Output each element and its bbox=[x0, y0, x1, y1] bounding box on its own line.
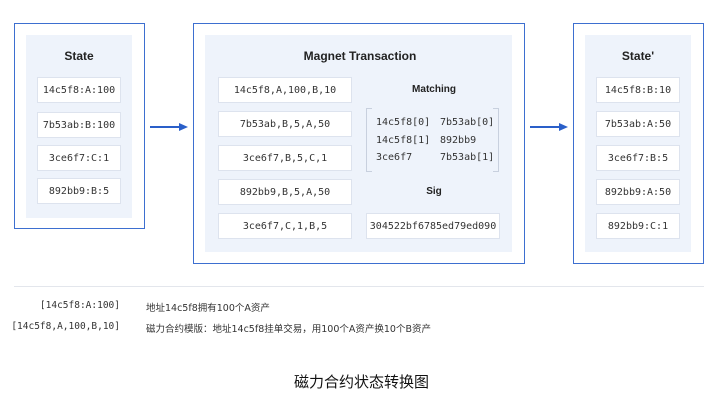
state-item: 14c5f8:A:100 bbox=[37, 77, 121, 103]
order-item: 3ce6f7,B,5,C,1 bbox=[218, 145, 352, 171]
matching-left: 14c5f8[0] bbox=[376, 117, 431, 128]
state-next-item: 892bb9:A:50 bbox=[596, 179, 680, 205]
order-item: 7b53ab,B,5,A,50 bbox=[218, 111, 352, 137]
order-item: 892bb9,B,5,A,50 bbox=[218, 179, 352, 205]
matching-right: 7b53ab[0] bbox=[440, 117, 495, 128]
arrow-transaction-to-state-next bbox=[530, 126, 560, 128]
state-item: 7b53ab:B:100 bbox=[37, 112, 121, 138]
matching-left: 3ce6f7 bbox=[376, 152, 413, 163]
matching-left: 14c5f8[1] bbox=[376, 135, 431, 146]
diagram-caption: 磁力合约状态转换图 bbox=[293, 373, 429, 391]
sig-value: 304522bf6785ed79ed090 bbox=[366, 213, 500, 239]
matching-bracket-right bbox=[493, 108, 499, 172]
legend-desc: 地址14c5f8拥有100个A资产 bbox=[146, 303, 270, 314]
state-next-item: 892bb9:C:1 bbox=[596, 213, 680, 239]
state-next-title: State' bbox=[621, 49, 655, 63]
legend-code: [14c5f8:A:100] bbox=[39, 300, 120, 311]
state-next-item: 7b53ab:A:50 bbox=[596, 111, 680, 137]
state-item: 3ce6f7:C:1 bbox=[37, 145, 121, 171]
transaction-title: Magnet Transaction bbox=[303, 49, 417, 63]
state-title: State bbox=[64, 49, 94, 63]
order-item: 3ce6f7,C,1,B,5 bbox=[218, 213, 352, 239]
state-next-panel: State' 14c5f8:B:10 7b53ab:A:50 3ce6f7:B:… bbox=[573, 23, 704, 264]
state-next-item: 14c5f8:B:10 bbox=[596, 77, 680, 103]
state-next-item: 3ce6f7:B:5 bbox=[596, 145, 680, 171]
legend-desc: 磁力合约模版：地址14c5f8挂单交易，用100个A资产换10个B资产 bbox=[146, 324, 431, 335]
matching-right: 892bb9 bbox=[440, 135, 477, 146]
arrow-state-to-transaction bbox=[150, 126, 180, 128]
state-panel: State 14c5f8:A:100 7b53ab:B:100 3ce6f7:C… bbox=[14, 23, 145, 229]
state-item: 892bb9:B:5 bbox=[37, 178, 121, 204]
sig-title: Sig bbox=[426, 186, 442, 197]
arrow-head-icon bbox=[179, 123, 188, 131]
legend-code: [14c5f8,A,100,B,10] bbox=[11, 321, 120, 332]
legend-divider bbox=[14, 286, 704, 287]
transaction-panel: Magnet Transaction 14c5f8,A,100,B,10 7b5… bbox=[193, 23, 525, 264]
order-item: 14c5f8,A,100,B,10 bbox=[218, 77, 352, 103]
matching-bracket-left bbox=[366, 108, 372, 172]
matching-title: Matching bbox=[412, 84, 456, 95]
matching-right: 7b53ab[1] bbox=[440, 152, 495, 163]
arrow-head-icon bbox=[559, 123, 568, 131]
